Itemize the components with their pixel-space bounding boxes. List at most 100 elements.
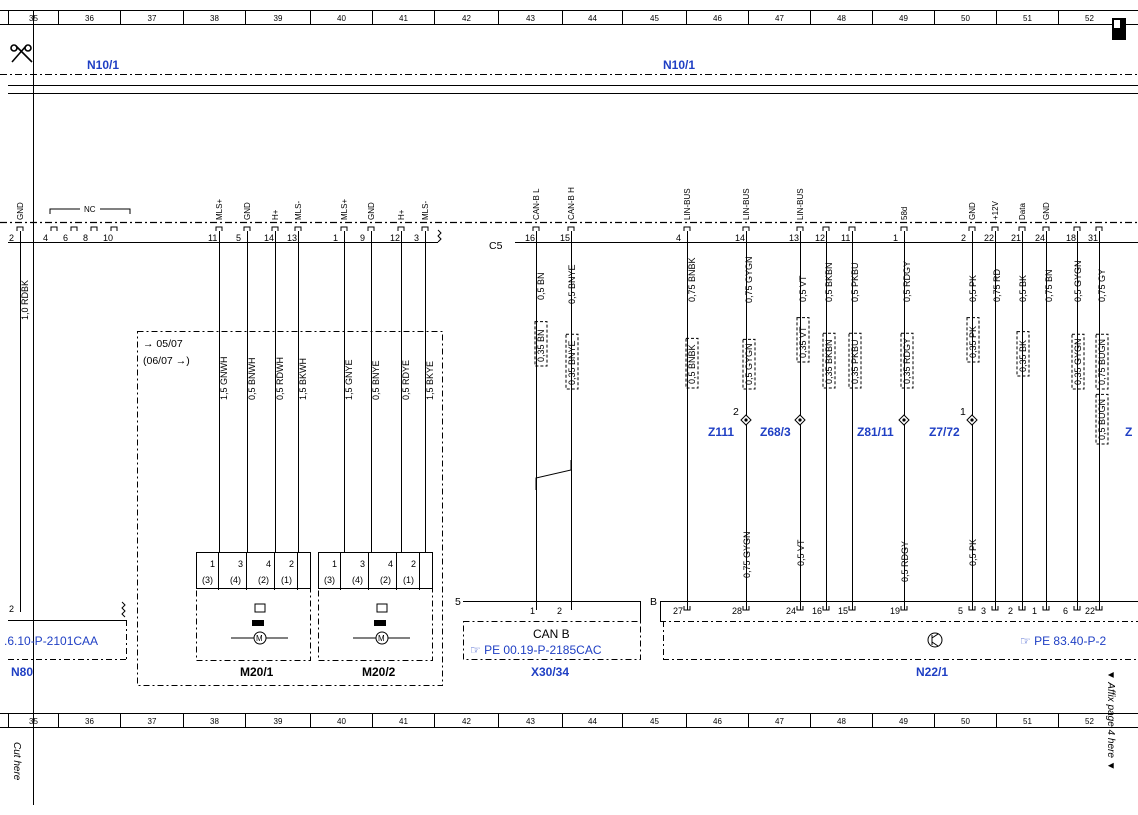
pin-terminal-9 bbox=[340, 226, 348, 231]
can-title: CAN B bbox=[533, 627, 570, 641]
pin-signal-9: MLS+ bbox=[340, 199, 349, 220]
can-pin-main: 5 bbox=[455, 596, 461, 608]
m20-2-pin-1: 1 bbox=[332, 559, 337, 569]
wire-label-alt-12: 0,5 BUGN bbox=[1097, 399, 1107, 440]
wire-label-alt-3-frame bbox=[742, 338, 756, 390]
m20-2-pin-alt-3: (1) bbox=[403, 575, 414, 585]
wire-label-top-7: 0,5 PKBU bbox=[850, 262, 860, 302]
pin-31-26: 31 bbox=[1088, 233, 1098, 243]
n22-pin-19: 19 bbox=[890, 606, 900, 616]
corner-tab-icon bbox=[1112, 18, 1126, 40]
ruler-bottom-col-44: 44 bbox=[588, 717, 597, 726]
pin-terminal-4 bbox=[110, 226, 118, 231]
component-n22-1: N22/1 bbox=[916, 665, 948, 679]
pin-14-7: 14 bbox=[264, 233, 274, 243]
variant-box bbox=[137, 331, 443, 686]
connector-c5-label: C5 bbox=[489, 240, 503, 252]
can-ref-link[interactable]: ☞ PE 00.19-P-2185CAC bbox=[470, 643, 602, 657]
pin-8-3: 8 bbox=[83, 233, 88, 243]
motor-m20-2: 1(3)3(4)4(2)2(1)M bbox=[318, 552, 433, 661]
ruler-top-col-39: 39 bbox=[274, 14, 283, 23]
pin-15-14: 15 bbox=[560, 233, 570, 243]
wire-label-motor-2: 0,5 RDWH bbox=[275, 357, 285, 400]
m20-1-heater-icon bbox=[254, 603, 266, 613]
component-n80: N80 bbox=[11, 665, 33, 679]
ruler-bottom-col-38: 38 bbox=[210, 717, 219, 726]
wire-label-alt-11-frame bbox=[1095, 333, 1109, 390]
wire-label-alt-3: 0,5 GYGN bbox=[744, 343, 754, 385]
n22-ref-link[interactable]: ☞ PE 83.40-P-2 bbox=[1020, 634, 1106, 648]
pin-signal-21: GND bbox=[968, 202, 977, 220]
splice-3[interactable]: Z7/72 bbox=[929, 425, 960, 439]
splice-4[interactable]: Z bbox=[1125, 425, 1132, 439]
pin-terminal-23 bbox=[1018, 226, 1026, 231]
wire-label-top-0: 1,0 RDBK bbox=[20, 280, 30, 320]
pin-terminal-3 bbox=[90, 226, 98, 231]
variant-label-a: → 05/07 bbox=[143, 338, 183, 350]
ref-left[interactable]: .6.10-P-2101CAA bbox=[4, 634, 98, 648]
wire-label-top-13: 0,5 GYGN bbox=[1073, 260, 1083, 302]
pin-signal-6: GND bbox=[243, 202, 252, 220]
splice-num-z7-72: 1 bbox=[960, 406, 966, 418]
m20-2-pin-alt-1: (4) bbox=[352, 575, 363, 585]
m20-1-pin-alt-2: (2) bbox=[258, 575, 269, 585]
pin-terminal-0 bbox=[16, 226, 24, 231]
pin-terminal-26 bbox=[1095, 226, 1103, 231]
n22-pin-28: 28 bbox=[732, 606, 742, 616]
wire-label-top-2: 0,5 BNYE bbox=[567, 264, 577, 304]
wire-label-motor-5: 0,5 BNYE bbox=[371, 360, 381, 400]
ruler-bottom-col-48: 48 bbox=[837, 717, 846, 726]
ruler-top-col-46: 46 bbox=[713, 14, 722, 23]
pin-13-17: 13 bbox=[789, 233, 799, 243]
pin-12-18: 12 bbox=[815, 233, 825, 243]
component-m20-2: M20/2 bbox=[362, 665, 396, 679]
m20-2-heater-icon bbox=[376, 603, 388, 613]
m20-1-pin-1: 1 bbox=[210, 559, 215, 569]
m20-2-motor-symbol: M bbox=[378, 634, 385, 643]
ruler-bottom-col-43: 43 bbox=[526, 717, 535, 726]
wire-label-alt-7: 0,35 RDGY bbox=[902, 338, 912, 384]
ruler-top-col-45: 45 bbox=[650, 14, 659, 23]
pin-signal-24: GND bbox=[1042, 202, 1051, 220]
wire-label-motor-4: 1,5 GNYE bbox=[344, 359, 354, 400]
wire-label-top-4: 0,75 GYGN bbox=[744, 256, 754, 303]
pin-2-0: 2 bbox=[9, 233, 14, 243]
n22-pin-15: 15 bbox=[838, 606, 848, 616]
splice-2[interactable]: Z81/11 bbox=[857, 425, 894, 439]
ruler-bottom-col-39: 39 bbox=[274, 717, 283, 726]
pin-terminal-6 bbox=[243, 226, 251, 231]
n22-pin-6: 6 bbox=[1063, 606, 1068, 616]
wire-label-top-12: 0,75 BN bbox=[1044, 269, 1054, 302]
ruler-top-col-48: 48 bbox=[837, 14, 846, 23]
pin-14-16: 14 bbox=[735, 233, 745, 243]
n22-pin-5: 5 bbox=[958, 606, 963, 616]
pin-terminal-2 bbox=[70, 226, 78, 231]
ruler-bottom-col-47: 47 bbox=[775, 717, 784, 726]
pin-11-5: 11 bbox=[208, 233, 217, 243]
wire-label-top-3: 0,75 BNBK bbox=[687, 257, 697, 302]
variant-label-b: (06/07 →) bbox=[143, 355, 190, 367]
wire-label-alt-10: 0,35 GYGN bbox=[1073, 338, 1083, 385]
m20-1-motor-symbol: M bbox=[256, 634, 263, 643]
pin-signal-14: CAN-B H bbox=[567, 187, 576, 220]
n80-pin: 2 bbox=[9, 604, 14, 614]
wire-label-alt-1: 0,35 BNYE bbox=[567, 340, 577, 385]
pin-terminal-13 bbox=[532, 226, 540, 231]
pin-terminal-20 bbox=[900, 226, 908, 231]
nc-label: NC bbox=[84, 205, 96, 214]
pin-terminal-10 bbox=[367, 226, 375, 231]
ruler-top-col-41: 41 bbox=[399, 14, 408, 23]
pin-24-24: 24 bbox=[1035, 233, 1045, 243]
pin-terminal-5 bbox=[215, 226, 223, 231]
wire-label-motor-7: 1,5 BKYE bbox=[425, 361, 435, 400]
wire-label-low-2: 0,5 RDGY bbox=[900, 541, 910, 582]
splice-0[interactable]: Z111 bbox=[708, 425, 734, 439]
wire-label-alt-2-frame bbox=[685, 337, 699, 389]
wire-label-alt-11: 0,75 BUGN bbox=[1097, 339, 1107, 385]
splice-1[interactable]: Z68/3 bbox=[760, 425, 791, 439]
motor-m20-1: 1(3)3(4)4(2)2(1)M bbox=[196, 552, 311, 661]
m20-1-pin-alt-1: (4) bbox=[230, 575, 241, 585]
